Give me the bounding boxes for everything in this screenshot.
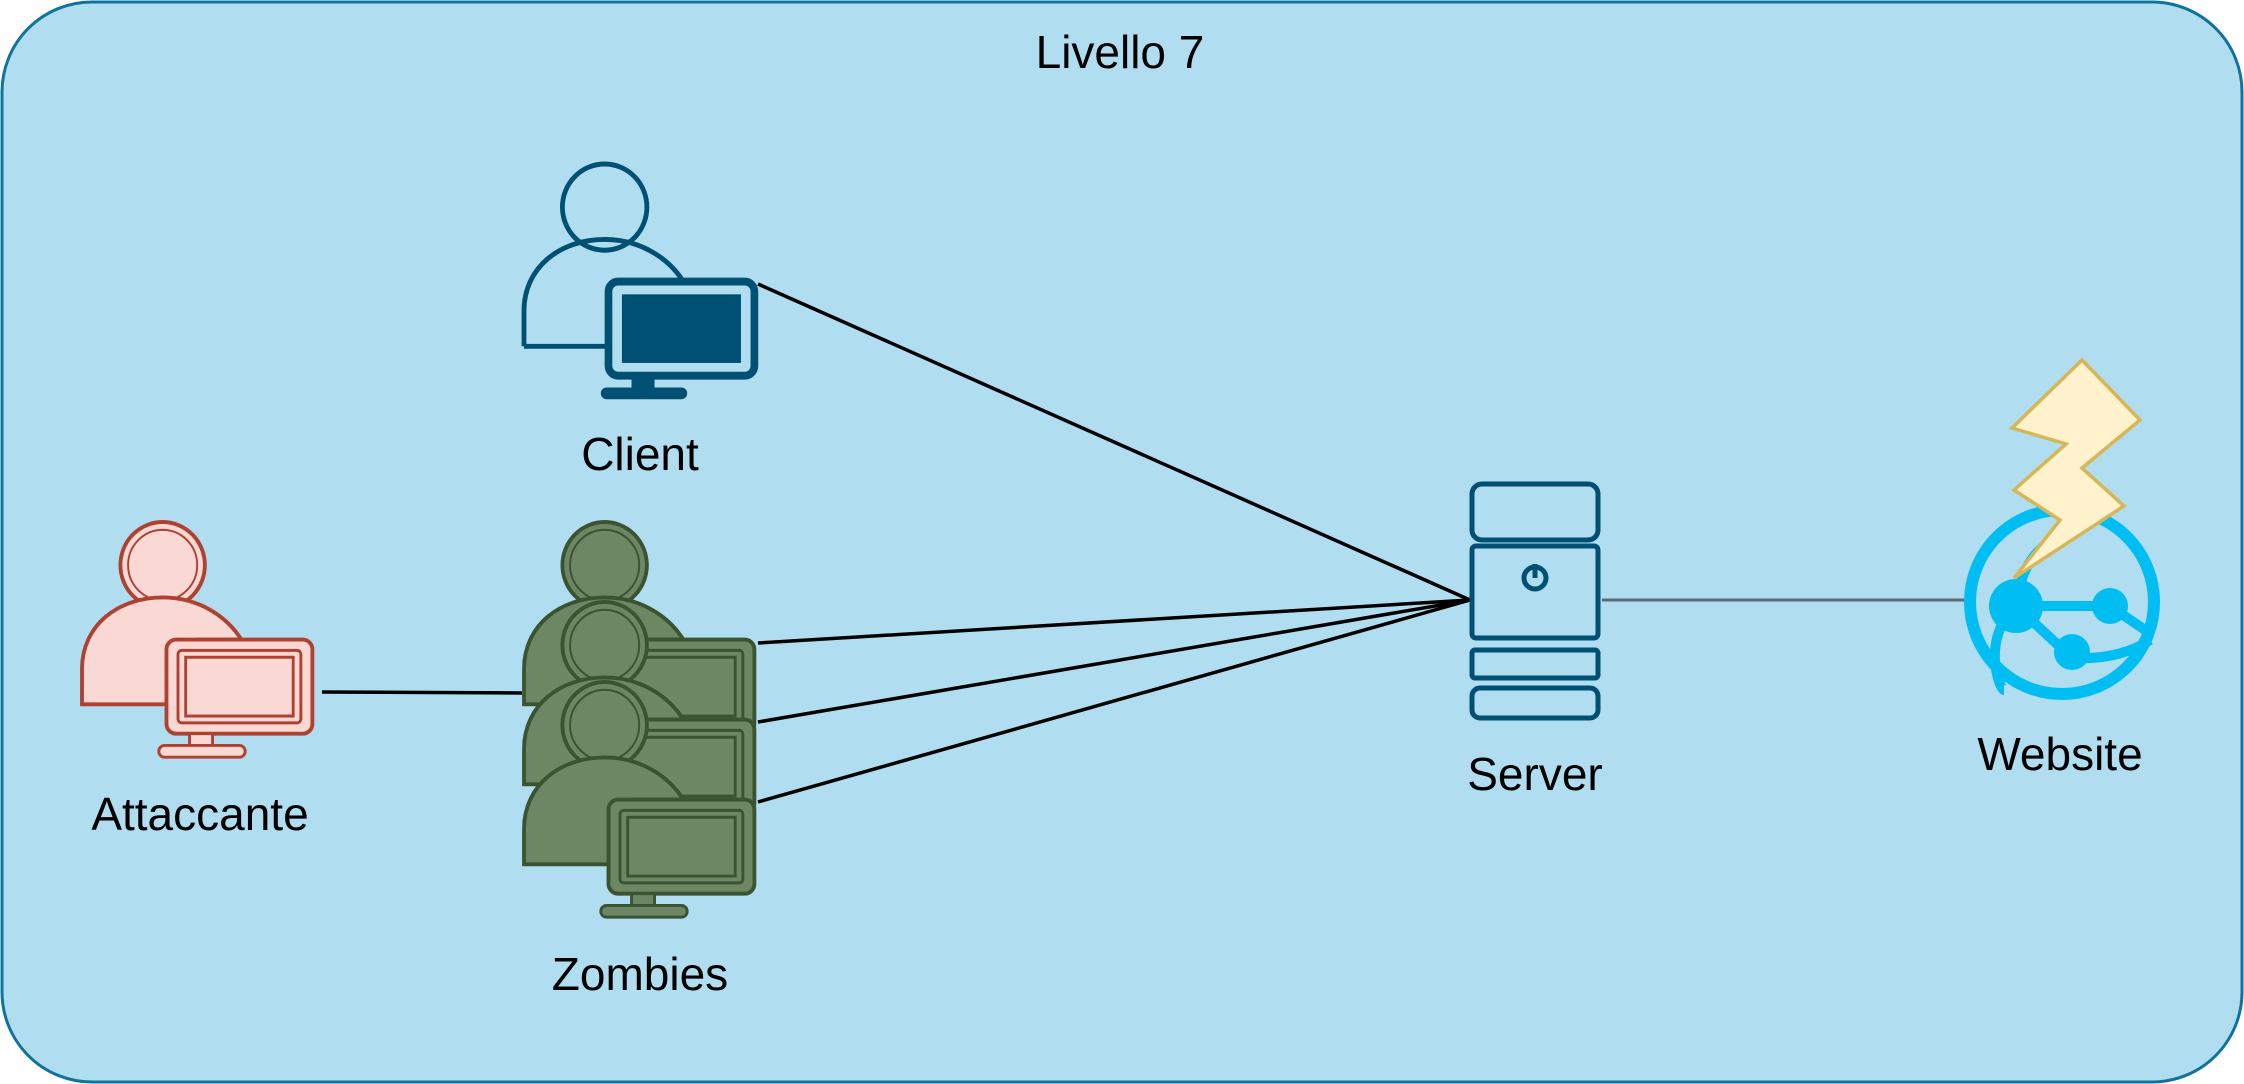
client-server-link: [757, 282, 1471, 602]
website-label: Website: [1977, 728, 2142, 780]
connectors: [321, 282, 1471, 804]
zombie2-server-link: [757, 598, 1471, 724]
zombies-label: Zombies: [552, 948, 728, 1000]
zombie-3-icon: [522, 680, 757, 919]
attacker-icon: [80, 520, 315, 759]
zombie1-server-link: [757, 598, 1471, 645]
zombie3-server-link: [757, 598, 1471, 804]
attacker-zombies-link: [321, 690, 523, 695]
client-icon: [521, 161, 759, 400]
website-node: Website: [1964, 357, 2160, 780]
server-tower-icon: [1469, 481, 1601, 721]
server-label: Server: [1467, 748, 1602, 800]
attacker-node: Attaccante: [80, 520, 315, 840]
zombies-node: Zombies: [522, 520, 757, 1000]
client-label: Client: [581, 428, 699, 480]
client-node: Client: [521, 161, 759, 480]
zombies-icon: [522, 520, 757, 919]
lightning-bolt-icon: [2008, 357, 2143, 580]
panel-title: Livello 7: [1036, 26, 1205, 78]
attacker-label: Attaccante: [91, 788, 308, 840]
server-node: Server: [1467, 481, 1603, 800]
